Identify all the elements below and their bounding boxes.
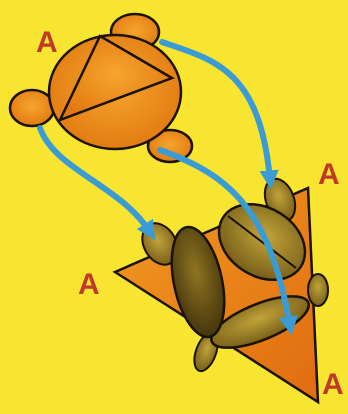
left-lobe (10, 90, 54, 126)
label-a-triangle-left: A (78, 268, 100, 301)
label-a-top-shape: A (36, 26, 58, 59)
label-a-triangle-top-right: A (318, 158, 340, 191)
small-olive-ellipse-right (308, 274, 328, 306)
label-a-triangle-bottom-right: A (322, 368, 344, 401)
bottom-shape-group (115, 175, 328, 402)
